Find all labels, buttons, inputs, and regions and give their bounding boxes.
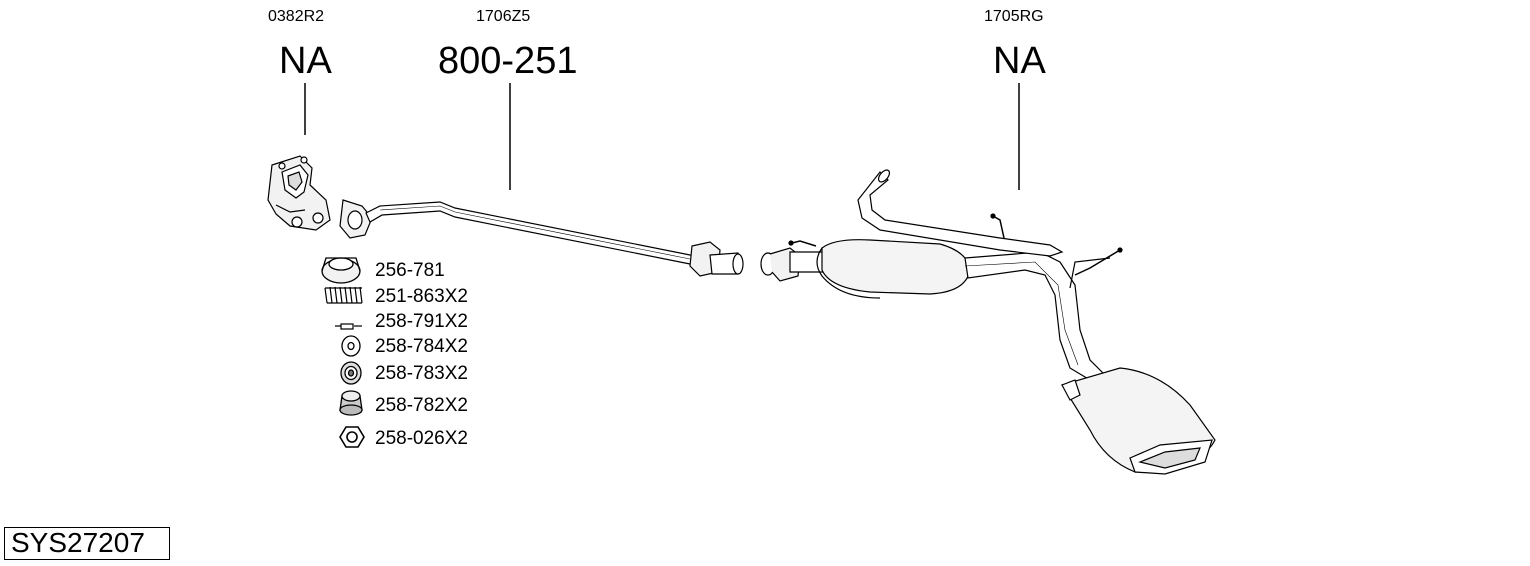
part3-number: NA: [993, 40, 1046, 82]
kit-item-258-026x2: 258-026X2: [375, 428, 468, 449]
kit-item-258-782x2: 258-782X2: [375, 395, 468, 416]
part2-oem-code: 1706Z5: [476, 8, 531, 25]
gasket-ring-icon: [321, 257, 361, 284]
kit-item-258-784x2: 258-784X2: [375, 336, 468, 357]
part1-oem-code: 0382R2: [268, 8, 325, 25]
part1-number: NA: [279, 40, 332, 82]
kit-item-258-791x2: 258-791X2: [375, 311, 468, 332]
kit-item-258-783x2: 258-783X2: [375, 363, 468, 384]
front-pipe-icon: [339, 199, 744, 277]
manifold-flange-icon: [267, 155, 331, 231]
part2-number: 800-251: [438, 40, 578, 82]
hex-nut-icon: [339, 426, 365, 448]
sleeve-icon: [339, 390, 363, 416]
bushing-icon: [340, 361, 362, 385]
system-code-box: SYS27207: [4, 527, 170, 560]
washer-icon: [341, 335, 361, 357]
kit-item-251-863x2: 251-863X2: [375, 286, 468, 307]
part3-oem-code: 1705RG: [984, 8, 1044, 25]
spring-icon: [324, 286, 363, 304]
kit-item-256-781: 256-781: [375, 260, 445, 281]
rear-silencer-icon: [760, 169, 1216, 475]
bolt-icon: [335, 323, 362, 330]
